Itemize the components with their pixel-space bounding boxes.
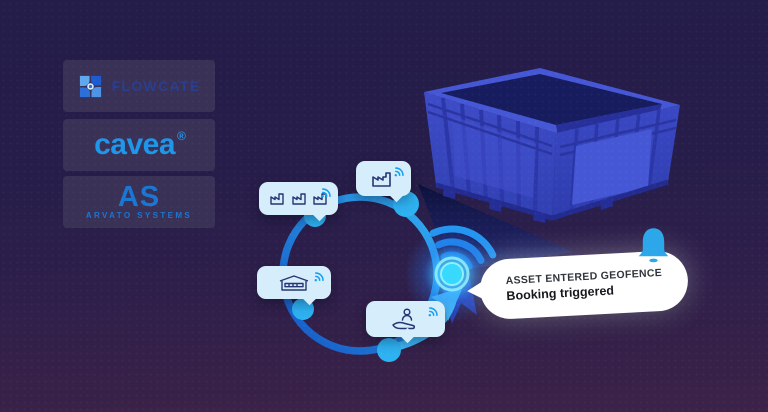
flowcate-logo-icon (79, 75, 101, 97)
cavea-trademark: ® (177, 129, 186, 143)
wifi-icon (314, 272, 324, 282)
three-factories-icon (269, 193, 327, 205)
logo-card-arvato: AS ARVATO SYSTEMS (63, 176, 215, 228)
logo-card-flowcate: FLOWCATE (63, 60, 215, 112)
flowcate-logo-label: FLOWCATE (111, 78, 201, 94)
flow-node-handover (377, 338, 401, 362)
arvato-logo-label: AS (117, 180, 161, 213)
plastic-crate (424, 68, 680, 223)
hand-person-icon (391, 308, 415, 330)
wifi-icon (394, 167, 404, 177)
warehouse-icon (279, 275, 309, 291)
wifi-icon (321, 188, 331, 198)
geofence-marker (404, 226, 500, 322)
callout-warehouse (257, 266, 331, 306)
wifi-icon (428, 307, 438, 317)
callout-handover (366, 301, 445, 344)
factory-icon (371, 172, 391, 187)
notification-tail (466, 281, 484, 301)
arvato-logo-sublabel: ARVATO SYSTEMS (85, 211, 193, 221)
notification-text: ASSET ENTERED GEOFENCE Booking triggered (479, 267, 663, 305)
callout-factory (356, 161, 411, 203)
logo-card-cavea: cavea® (63, 119, 215, 171)
cavea-logo-label: cavea (94, 128, 176, 161)
callout-factories (259, 182, 338, 222)
bell-icon (638, 228, 669, 263)
